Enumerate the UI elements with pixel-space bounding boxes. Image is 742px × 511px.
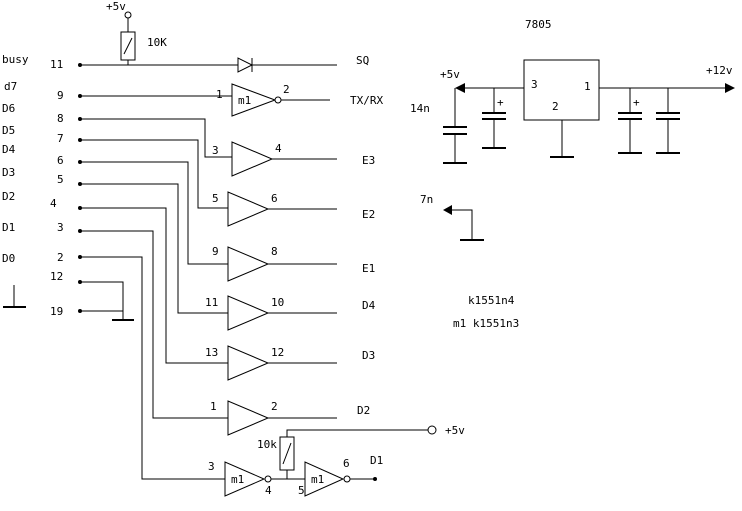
gate-7-in: 1 (210, 400, 217, 413)
resistor-value-bottom: 10k (257, 438, 277, 451)
regulator-pin-label: 14n (410, 102, 430, 115)
supply-label-bottom: +5v (445, 424, 465, 437)
regulator-in-label: +12v (706, 64, 733, 77)
output-e1: E1 (362, 262, 375, 275)
chip-name-2: m1 k1551n3 (453, 317, 519, 330)
pin-dots (78, 63, 82, 313)
pullup-resistor-bottom (279, 425, 437, 479)
capacitor-out: + (482, 88, 506, 149)
pin-3: 3 (57, 221, 64, 234)
regulator-name: 7805 (525, 18, 552, 31)
svg-text:+: + (633, 96, 640, 109)
gate-5-out: 10 (271, 296, 284, 309)
gate-6-out: 12 (271, 346, 284, 359)
supply-label-top: +5v (106, 0, 126, 13)
svg-text:+: + (497, 96, 504, 109)
output-d2: D2 (357, 404, 370, 417)
ground-pin-label: 7n (420, 193, 433, 206)
gate-5-in: 11 (205, 296, 218, 309)
gate-7-out: 2 (271, 400, 278, 413)
output-d4: D4 (362, 299, 376, 312)
regulator-output-rail (443, 83, 524, 164)
gate-8-tag: m1 (231, 473, 244, 486)
label-d4-in: D4 (2, 143, 16, 156)
label-d2-in: D2 (2, 190, 15, 203)
regulator-out-label: +5v (440, 68, 460, 81)
gate-2-buffer (80, 118, 337, 177)
chip-name-1: k1551n4 (468, 294, 515, 307)
output-d3: D3 (362, 349, 375, 362)
output-e3: E3 (362, 154, 375, 167)
gate-9-tag: m1 (311, 473, 324, 486)
label-d6: D6 (2, 102, 15, 115)
output-e2: E2 (362, 208, 375, 221)
gate-5-buffer (80, 183, 337, 331)
pin-6: 6 (57, 154, 64, 167)
pullup-resistor-top (120, 11, 136, 65)
gate-8-out: 4 (265, 484, 272, 497)
gate-3-out: 6 (271, 192, 278, 205)
gate-1-inverter (80, 83, 330, 117)
pin-11: 11 (50, 58, 63, 71)
gate-9-out: 6 (343, 457, 350, 470)
label-d3-in: D3 (2, 166, 15, 179)
label-d0-in: D0 (2, 252, 15, 265)
pin-7: 7 (57, 132, 64, 145)
gate-1-tag: m1 (238, 94, 251, 107)
gate-3-buffer (80, 139, 337, 227)
gate-6-in: 13 (205, 346, 218, 359)
pin-8: 8 (57, 112, 64, 125)
ground-arrow-7n (443, 205, 484, 241)
regulator-pin-gnd: 2 (552, 100, 559, 113)
label-busy: busy (2, 53, 29, 66)
gate-9-inverter (304, 461, 377, 497)
gate-8-in: 3 (208, 460, 215, 473)
regulator-input-rail (599, 83, 735, 93)
regulator-pin-in: 1 (584, 80, 591, 93)
label-d7: d7 (4, 80, 17, 93)
ground-symbol-left (3, 285, 26, 308)
gate-2-out: 4 (275, 142, 282, 155)
pin-9: 9 (57, 89, 64, 102)
gate-1-out: 2 (283, 83, 290, 96)
gate-6-buffer (80, 207, 337, 381)
pin-12: 12 (50, 270, 63, 283)
pin-4: 4 (50, 197, 57, 210)
gate-4-buffer (80, 161, 337, 282)
output-d1: D1 (370, 454, 383, 467)
pin-2: 2 (57, 251, 64, 264)
ground-pins-12-19 (80, 281, 134, 321)
output-txrx: TX/RX (350, 94, 383, 107)
pin-5: 5 (57, 173, 64, 186)
gate-4-out: 8 (271, 245, 278, 258)
pin-19: 19 (50, 305, 63, 318)
gate-2-in: 3 (212, 144, 219, 157)
gate-9-in: 5 (298, 484, 305, 497)
busy-line (80, 57, 337, 73)
gate-4-in: 9 (212, 245, 219, 258)
capacitor-in-1: + (618, 88, 642, 154)
gate-7-buffer (80, 230, 337, 436)
label-d5: D5 (2, 124, 15, 137)
output-sq: SQ (356, 54, 369, 67)
regulator-pin-out: 3 (531, 78, 538, 91)
gate-8-inverter (80, 256, 305, 497)
label-d1-in: D1 (2, 221, 15, 234)
gate-3-in: 5 (212, 192, 219, 205)
resistor-value-top: 10K (147, 36, 167, 49)
regulator-7805 (523, 59, 600, 158)
gate-1-in: 1 (216, 88, 223, 101)
capacitor-in-2 (656, 88, 680, 154)
